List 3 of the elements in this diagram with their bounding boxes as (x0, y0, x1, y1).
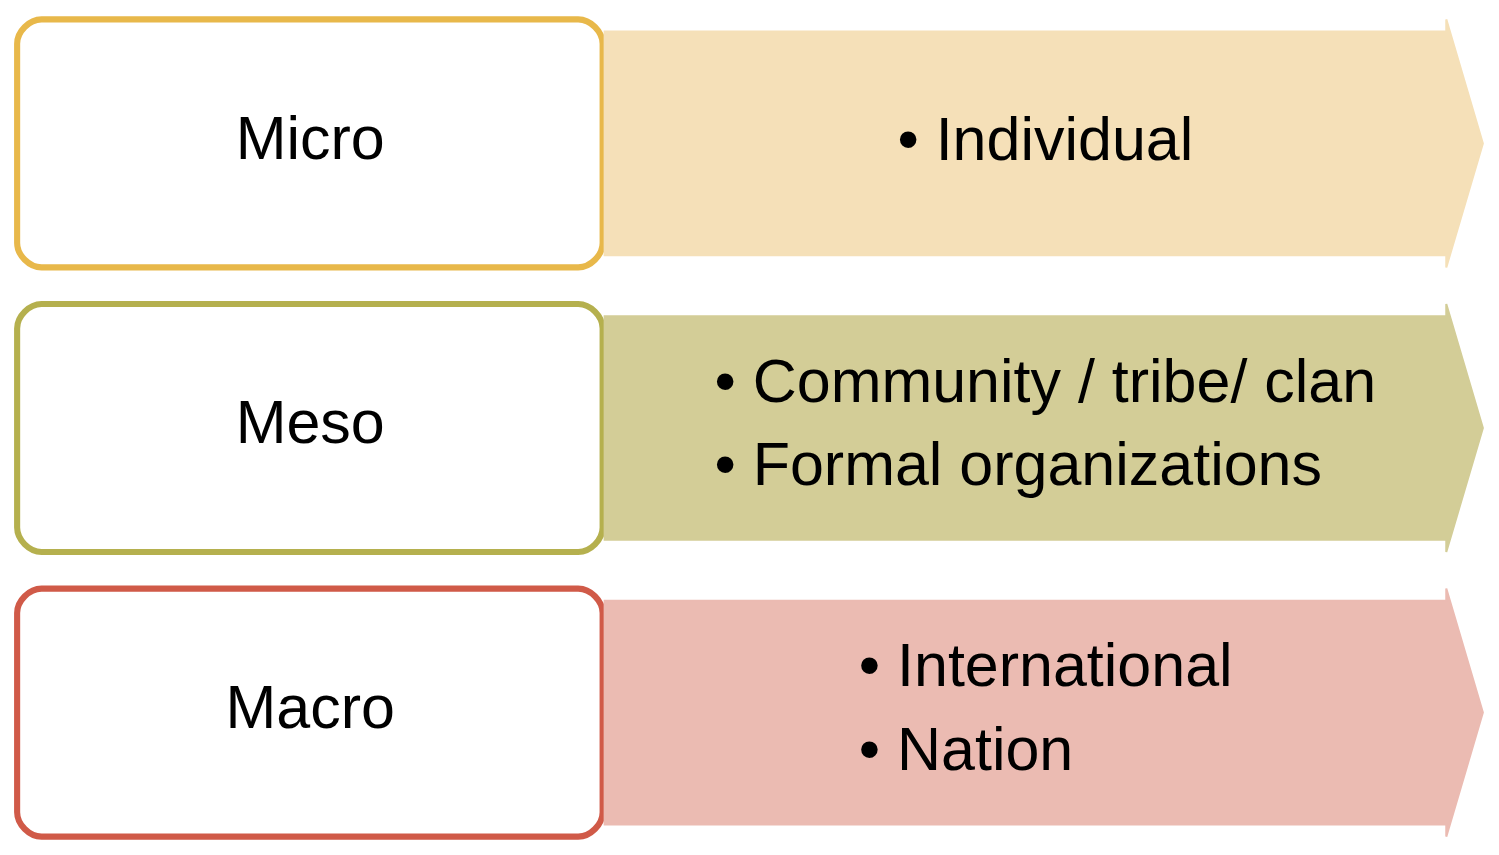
node-box: Micro (13, 15, 606, 270)
node-box: Macro (13, 585, 606, 840)
node-box: Meso (13, 300, 606, 555)
